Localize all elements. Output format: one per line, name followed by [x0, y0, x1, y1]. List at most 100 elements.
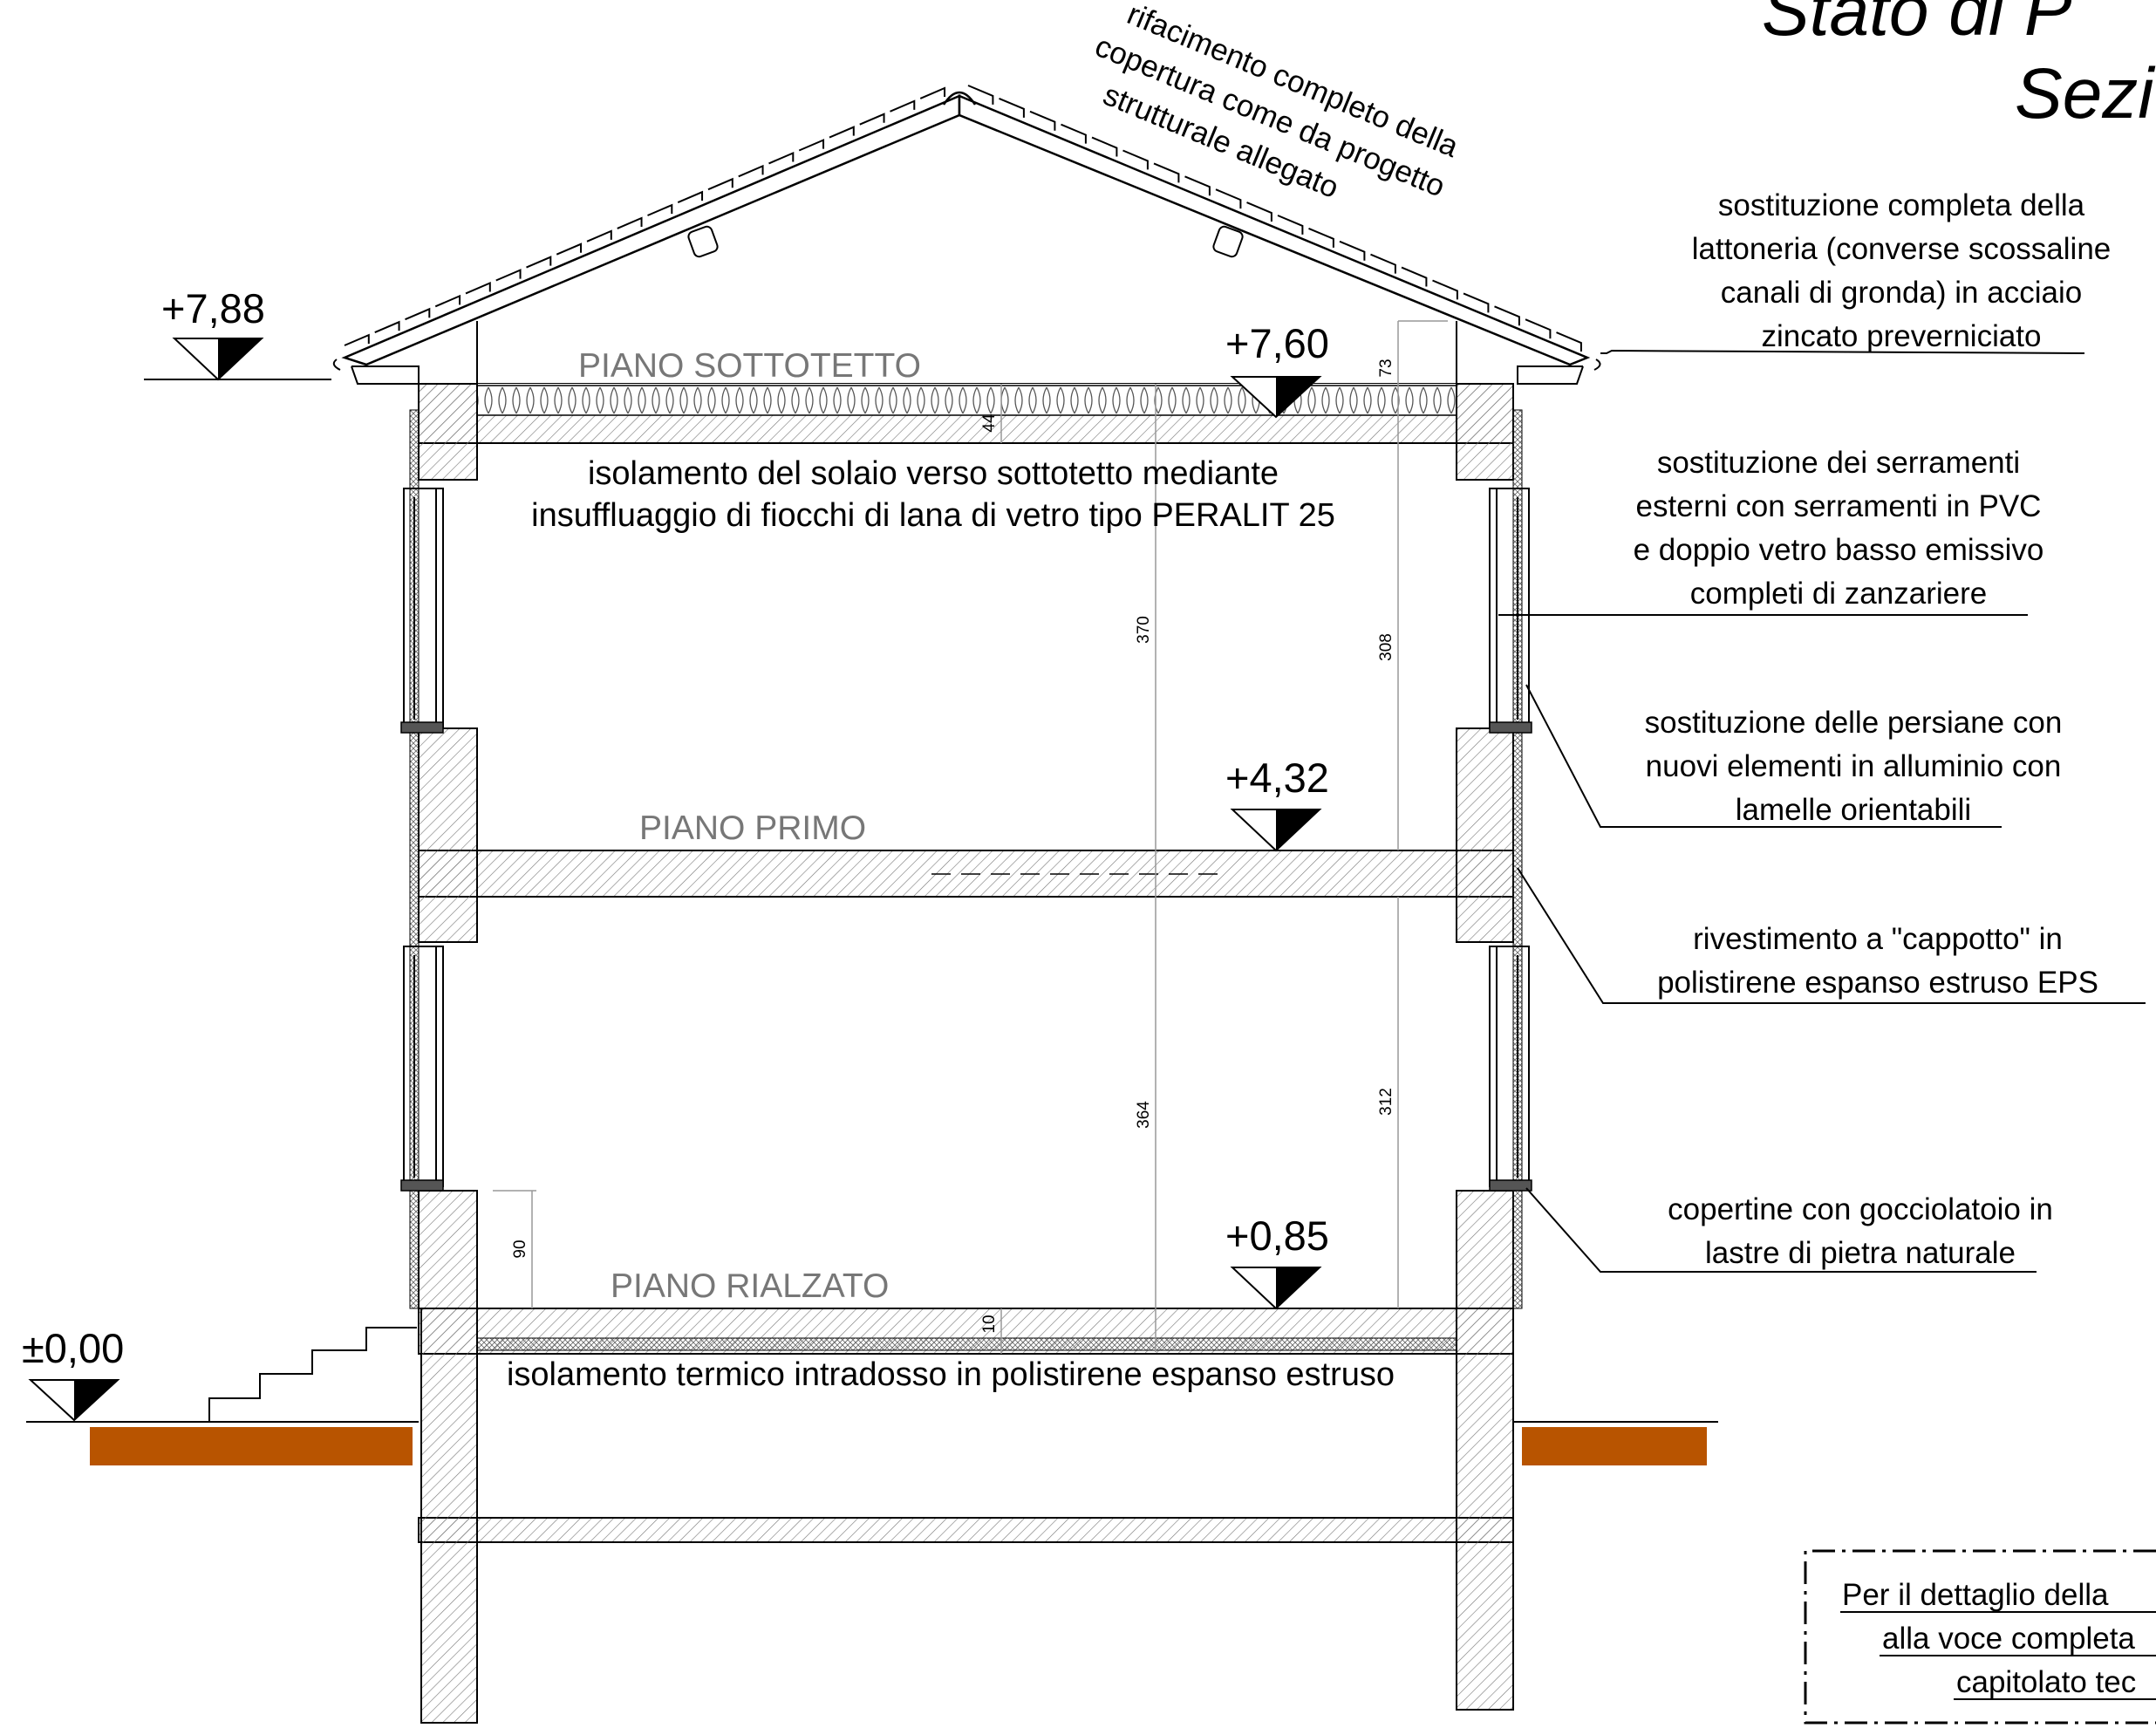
roof-slab — [341, 94, 961, 366]
window-right-ground — [1489, 946, 1532, 1192]
roof-tile — [1525, 318, 1552, 339]
note-coat-line1: rivestimento a "cappotto" in — [1693, 922, 2063, 956]
floor-label-first: PIANO PRIMO — [639, 809, 866, 847]
note-sills-line1: copertine con gocciolatoio in — [1668, 1192, 2053, 1226]
roof-tile — [344, 333, 370, 346]
dim-370: 370 — [1135, 616, 1153, 644]
note-shutters-line1: sostituzione delle persiane con — [1645, 706, 2063, 740]
roof-tile — [707, 177, 733, 191]
roof-tile — [798, 139, 825, 152]
roof-tile — [1401, 266, 1428, 287]
note-windows-line1: sostituzione dei serramenti — [1657, 446, 2020, 480]
eave-left — [351, 365, 420, 385]
note-attic-insulation-line2: insuffluaggio di fiocchi di lana di vetr… — [531, 497, 1335, 534]
dim-308: 308 — [1377, 633, 1395, 661]
reference-box-line1: Per il dettaglio della — [1842, 1578, 2109, 1612]
left-wall-basement — [420, 1308, 478, 1724]
elevation-label: ±0,00 — [22, 1325, 124, 1371]
gutter-right — [1593, 359, 1601, 371]
elevation-marker-attic-ridge: +7,88 — [144, 285, 331, 381]
entrance-stairs — [208, 1327, 417, 1422]
note-gutters-line1: sostituzione completa della — [1718, 188, 2085, 222]
reference-box: Per il dettaglio della alla voce complet… — [1804, 1549, 2156, 1725]
reference-box-line3: capitolato tec — [1956, 1665, 2136, 1699]
title-line2: Sezio — [2015, 54, 2156, 133]
dim-364: 364 — [1135, 1101, 1153, 1129]
roof-tiles-left — [344, 86, 946, 346]
note-sills-line2: lastre di pietra naturale — [1705, 1236, 2016, 1270]
roof-tile — [1091, 136, 1118, 157]
note-coat-line2: polistirene espanso estruso EPS — [1657, 966, 2098, 1000]
roof-tile — [1494, 305, 1520, 326]
roof-tile — [677, 190, 704, 204]
coat-right — [1512, 409, 1523, 1309]
note-gutters-line4: zincato preverniciato — [1762, 319, 2042, 353]
elevation-marker-ground: +0,85 — [1225, 1212, 1329, 1310]
roof-tile — [1215, 188, 1242, 209]
eave-right — [1517, 365, 1584, 385]
left-wall-ground-spandrel — [418, 1190, 478, 1309]
roof-tile — [374, 320, 400, 334]
floor-label-ground: PIANO RIALZATO — [611, 1267, 889, 1305]
elevation-marker-first: +4,32 — [1225, 755, 1329, 852]
ground-insulation-layer — [476, 1337, 1457, 1351]
building-structure — [400, 383, 1532, 1724]
window-left-first — [400, 488, 444, 734]
roof-tile — [1432, 279, 1458, 300]
foundation-right — [1522, 1427, 1707, 1465]
roof-tiles-right — [967, 85, 1582, 352]
title-line1: Stato di P — [1762, 0, 2072, 51]
roof-tile — [586, 229, 612, 242]
elevation-label: +7,60 — [1225, 320, 1329, 366]
note-gutters: sostituzione completa della lattoneria (… — [1600, 188, 2112, 354]
roof-tile — [999, 97, 1025, 118]
roof-tile — [1277, 215, 1304, 235]
roof-vent-right — [1212, 225, 1244, 258]
basement-slab — [418, 1517, 1514, 1543]
roof-tile — [617, 216, 643, 229]
roof-tile — [1463, 292, 1490, 313]
attic-insulation-fill — [476, 385, 1457, 416]
roof-tile — [495, 269, 522, 282]
note-gutters-line2: lattoneria (converse scossaline — [1692, 232, 2112, 266]
roof-tile — [1029, 110, 1056, 131]
gutter-left — [332, 359, 341, 371]
floor-label-attic: PIANO SOTTOTETTO — [578, 347, 921, 385]
roof-tile — [434, 294, 461, 308]
note-roof: rifacimento completo della copertura com… — [1090, 0, 1463, 205]
roof-tile — [829, 126, 855, 139]
note-shutters-line3: lamelle orientabili — [1736, 793, 1971, 827]
elevation-label: +4,32 — [1225, 755, 1329, 801]
roof-tile — [890, 99, 916, 113]
roof-tile — [526, 256, 552, 269]
dim-10: 10 — [980, 1315, 999, 1333]
dim-73: 73 — [1377, 359, 1395, 377]
ridge-tile — [942, 91, 977, 106]
roof-tile — [647, 203, 673, 216]
roof-vent-left — [687, 225, 719, 258]
note-windows-line4: completi di zanzariere — [1690, 577, 1987, 611]
roof-slab-right — [958, 94, 1591, 366]
dim-90: 90 — [511, 1240, 529, 1258]
dim-44: 44 — [980, 413, 999, 433]
note-gutters-line3: canali di gronda) in acciaio — [1721, 276, 2082, 310]
right-wall-first-spandrel — [1456, 727, 1514, 943]
roof-tile — [738, 164, 764, 178]
coat-left — [409, 409, 420, 1309]
roof-tile — [465, 281, 491, 295]
note-shutters: sostituzione delle persiane con nuovi el… — [1525, 684, 2063, 828]
elevation-marker-attic: +7,60 — [1225, 320, 1329, 419]
elevation-marker-zero: ±0,00 — [22, 1325, 124, 1422]
window-right-first — [1489, 488, 1532, 734]
roof-tile — [405, 307, 431, 321]
roof-tile — [1153, 162, 1180, 183]
foundation-left — [90, 1427, 413, 1465]
roof-tile — [859, 113, 885, 126]
note-ground-insulation: isolamento termico intradosso in polisti… — [507, 1356, 1395, 1393]
elevation-label: +7,88 — [161, 285, 265, 331]
roof — [332, 85, 1601, 385]
roof-tile — [1061, 123, 1087, 144]
roof-tile — [1246, 201, 1272, 222]
roof-tile — [1556, 331, 1582, 352]
note-windows-line2: esterni con serramenti in PVC — [1636, 489, 2042, 523]
